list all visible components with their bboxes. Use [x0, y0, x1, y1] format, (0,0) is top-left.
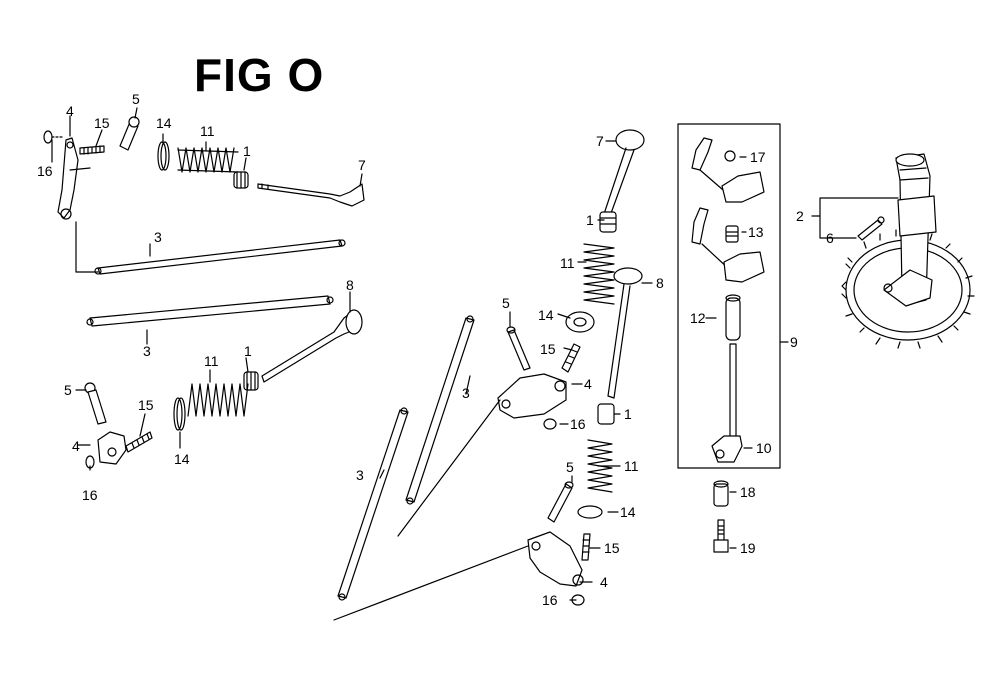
- valve-8-lower-left: [261, 309, 363, 383]
- callout-15: 15: [94, 115, 110, 131]
- retainer-14-lower-left: [173, 397, 186, 431]
- bushing-18: [713, 480, 729, 507]
- callout-7: 7: [596, 133, 604, 149]
- callout-4: 4: [66, 103, 74, 119]
- pin-6: [857, 216, 885, 241]
- pushrod-3-lower-left: [86, 295, 334, 327]
- callout-5: 5: [566, 459, 574, 475]
- callout-11: 11: [560, 255, 575, 271]
- callout-6: 6: [826, 230, 834, 246]
- callout-16: 16: [542, 592, 558, 608]
- callout-2: 2: [796, 208, 804, 224]
- bolt-15-lower-left: [125, 431, 153, 453]
- callout-3: 3: [143, 343, 151, 359]
- pivot-5-center-upper: [506, 326, 531, 371]
- callout-4: 4: [600, 574, 608, 590]
- callout-1: 1: [244, 343, 252, 359]
- bolt-15-upper-left: [79, 145, 105, 155]
- nut-16-center-upper: [543, 418, 557, 430]
- bolt-15-center-upper: [561, 343, 581, 373]
- callout-3: 3: [462, 385, 470, 401]
- callout-7: 7: [358, 157, 366, 173]
- pushrod-3-center-short: [405, 315, 475, 505]
- rocker-arm-lower-left: [97, 431, 127, 465]
- callout-8: 8: [346, 277, 354, 293]
- rocker-arm-upper-left: [57, 137, 91, 220]
- shaft-10: [711, 343, 743, 463]
- retainer-14-center: [565, 311, 595, 333]
- bolt-19: [713, 519, 729, 553]
- callout-4: 4: [72, 438, 80, 454]
- callout-1: 1: [243, 143, 251, 159]
- sleeve-12: [725, 294, 741, 341]
- pivot-5-center-lower: [547, 481, 574, 523]
- callout-14: 14: [174, 451, 190, 467]
- callout-15: 15: [540, 341, 556, 357]
- pivot-5-upper-left: [119, 116, 140, 151]
- valve-8-center: [607, 267, 643, 399]
- callout-17: 17: [750, 149, 766, 165]
- callout-13: 13: [748, 224, 764, 240]
- governor-arm-upper: [691, 137, 765, 203]
- seal-1-center-top: [599, 211, 617, 233]
- callout-15: 15: [138, 397, 154, 413]
- callout-5: 5: [132, 91, 140, 107]
- callout-5: 5: [502, 295, 510, 311]
- washer-17: [724, 150, 736, 162]
- callout-1: 1: [586, 212, 594, 228]
- callout-16: 16: [82, 487, 98, 503]
- seal-1-upper-left: [233, 171, 249, 189]
- pushrod-3-center-long: [337, 407, 409, 601]
- spring-11-center-top: [583, 243, 615, 305]
- callout-11: 11: [200, 123, 215, 139]
- callout-16: 16: [37, 163, 53, 179]
- callout-14: 14: [620, 504, 636, 520]
- callout-19: 19: [740, 540, 756, 556]
- callout-18: 18: [740, 484, 756, 500]
- callout-labels: 4 15 5 14 11 1 7 16 3 8 3 11 1 5 15 4 14…: [37, 91, 834, 608]
- callout-9: 9: [790, 334, 798, 350]
- spring-11-upper-left: [177, 147, 239, 173]
- callout-15: 15: [604, 540, 620, 556]
- valve-7-center: [603, 129, 645, 217]
- rocker-arm-center-upper: [497, 373, 567, 419]
- callout-8: 8: [656, 275, 664, 291]
- callout-4: 4: [584, 376, 592, 392]
- callout-1: 1: [624, 406, 632, 422]
- seal-1-lower-left: [243, 371, 259, 391]
- callout-11: 11: [204, 353, 219, 369]
- callout-14: 14: [538, 307, 554, 323]
- rocker-arm-center-lower: [527, 531, 584, 587]
- pushrod-3-upper-left: [94, 239, 346, 275]
- spring-11-lower-left: [187, 383, 249, 417]
- retainer-14-upper-left: [157, 141, 170, 171]
- valve-7-upper-left: [257, 183, 365, 207]
- callout-5: 5: [64, 382, 72, 398]
- governor-group-box: [677, 123, 781, 469]
- figure-title: FIG O: [194, 49, 325, 101]
- retainer-14-center-bottom: [577, 505, 603, 519]
- callout-12: 12: [690, 310, 706, 326]
- callout-14: 14: [156, 115, 172, 131]
- camshaft-gear-2: [841, 153, 975, 349]
- callout-11: 11: [624, 458, 639, 474]
- pivot-5-lower-left: [84, 382, 107, 425]
- nut-16-upper-left: [43, 130, 65, 144]
- callout-3: 3: [154, 229, 162, 245]
- bolt-15-center-lower: [581, 533, 591, 561]
- collar-13: [725, 225, 739, 243]
- callout-10: 10: [756, 440, 772, 456]
- callout-16: 16: [570, 416, 586, 432]
- governor-arm-lower: [691, 207, 765, 283]
- callout-3: 3: [356, 467, 364, 483]
- seal-1-center-bottom: [597, 403, 615, 425]
